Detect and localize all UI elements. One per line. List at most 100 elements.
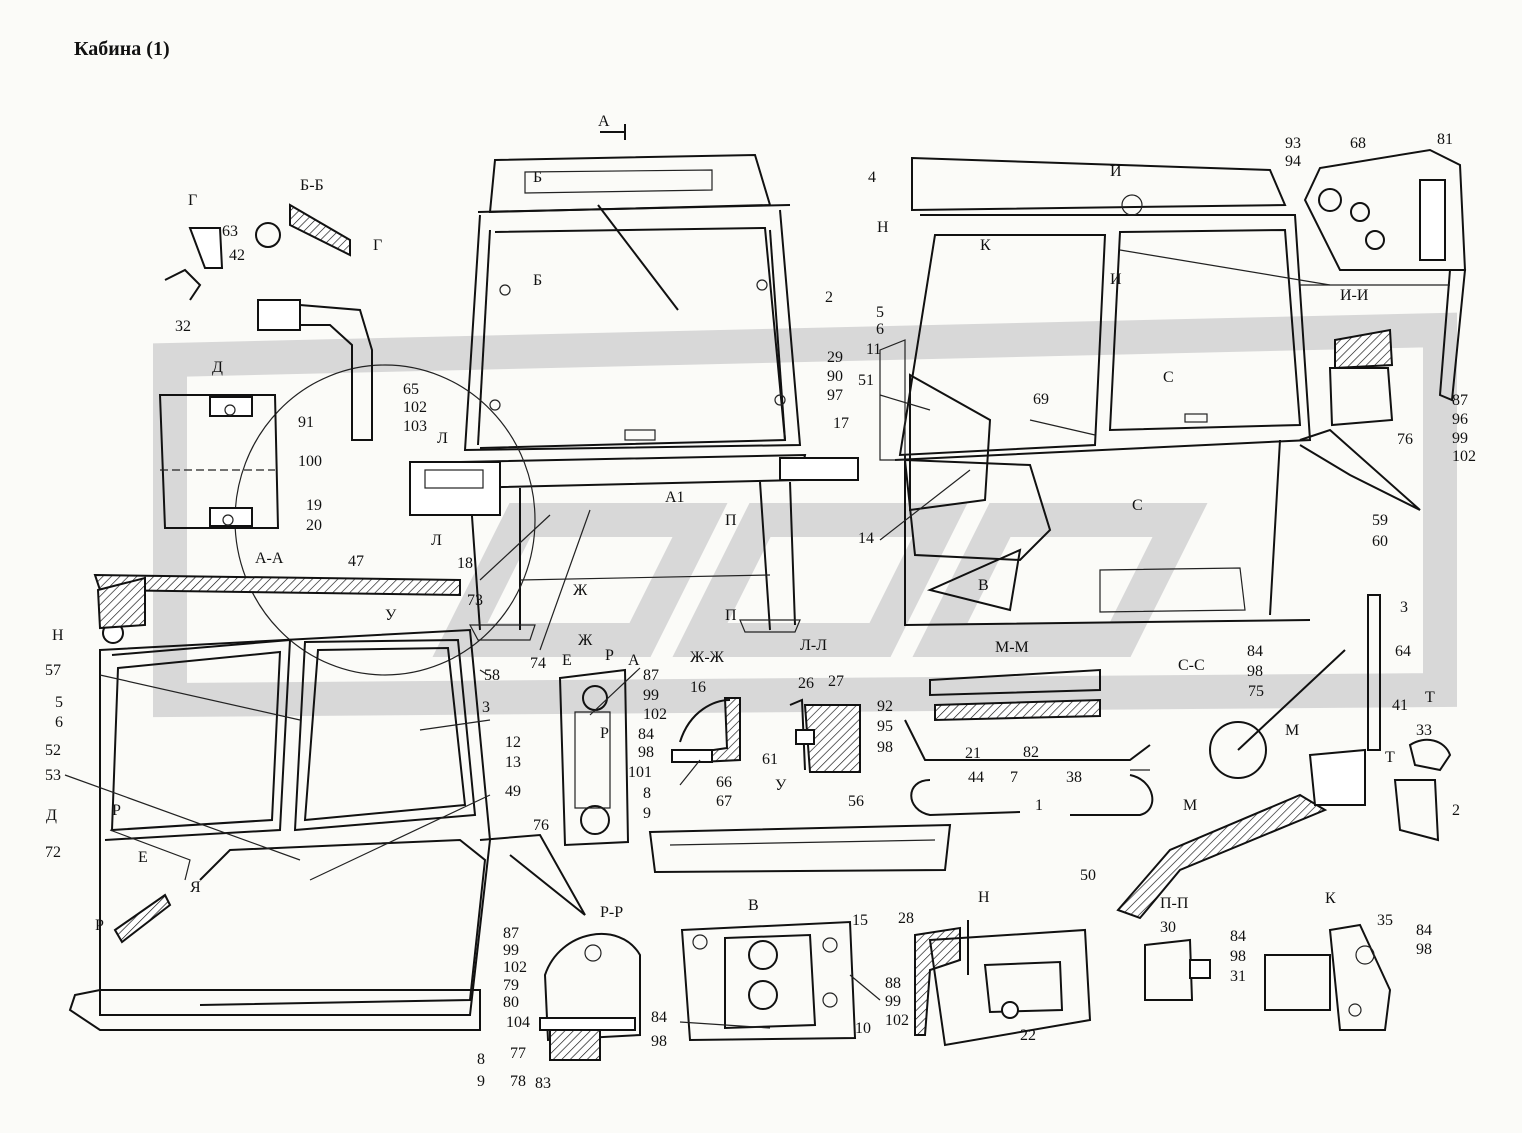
callout-14: 14 bbox=[858, 530, 874, 547]
svg-text:Б: Б bbox=[533, 169, 542, 186]
callout-26: 26 bbox=[798, 675, 814, 692]
callout-13: 13 bbox=[505, 754, 521, 771]
callout-2: 2 bbox=[1452, 802, 1460, 819]
callout-84b: 84 bbox=[1247, 643, 1263, 660]
svg-text:Р: Р bbox=[95, 917, 104, 934]
callout-76: 76 bbox=[533, 817, 549, 834]
callout-98e: 98 bbox=[1230, 948, 1246, 965]
callout-27: 27 bbox=[828, 673, 844, 690]
label-m-m: М-М bbox=[995, 639, 1029, 656]
label-v: В bbox=[748, 897, 759, 914]
callout-9b: 9 bbox=[477, 1073, 485, 1090]
callout-28: 28 bbox=[898, 910, 914, 927]
detail-v bbox=[680, 920, 857, 1042]
callout-78: 78 bbox=[510, 1073, 526, 1090]
label-n: Н bbox=[978, 889, 990, 906]
label-a-a: А-А bbox=[255, 550, 284, 567]
callout-98b: 98 bbox=[877, 739, 893, 756]
callout-98d: 98 bbox=[651, 1033, 667, 1050]
callout-19: 19 bbox=[306, 497, 322, 514]
callout-75: 75 bbox=[1248, 683, 1264, 700]
callout-100: 100 bbox=[298, 453, 322, 470]
callout-98c: 98 bbox=[1247, 663, 1263, 680]
callout-96: 96 bbox=[1452, 411, 1468, 428]
callout-88: 88 bbox=[885, 975, 901, 992]
callout-51: 51 bbox=[858, 372, 874, 389]
callout-84c: 84 bbox=[651, 1009, 667, 1026]
callout-6b: 6 bbox=[55, 714, 63, 731]
detail-u bbox=[648, 823, 952, 874]
svg-text:Б: Б bbox=[533, 272, 542, 289]
callout-3b: 3 bbox=[1400, 599, 1408, 616]
callout-42: 42 bbox=[229, 247, 245, 264]
callout-99d: 99 bbox=[885, 993, 901, 1010]
callout-5: 5 bbox=[876, 304, 884, 321]
svg-text:У: У bbox=[385, 607, 397, 624]
callout-103: 103 bbox=[403, 418, 427, 435]
callout-60: 60 bbox=[1372, 533, 1388, 550]
callout-84e: 84 bbox=[1416, 922, 1432, 939]
section-a-a bbox=[68, 573, 586, 1031]
callout-92: 92 bbox=[877, 698, 893, 715]
callout-57: 57 bbox=[45, 662, 61, 679]
callout-30: 30 bbox=[1160, 919, 1176, 936]
detail-r-r bbox=[539, 933, 641, 1061]
svg-text:Ж: Ж bbox=[578, 632, 593, 649]
callout-44: 44 bbox=[968, 769, 984, 786]
callout-29: 29 bbox=[827, 349, 843, 366]
leader-lines bbox=[64, 249, 1450, 1029]
callout-104: 104 bbox=[506, 1014, 530, 1031]
svg-text:М: М bbox=[1183, 797, 1197, 814]
label-i-i: И-И bbox=[1340, 287, 1369, 304]
svg-text:Е: Е bbox=[138, 849, 148, 866]
callout-61: 61 bbox=[762, 751, 778, 768]
detail-l-l bbox=[789, 698, 861, 773]
label-e: Е bbox=[562, 652, 572, 669]
detail-p-p bbox=[1144, 938, 1211, 1001]
page-title: Кабина (1) bbox=[74, 38, 170, 60]
callout-18: 18 bbox=[457, 555, 473, 572]
callout-90: 90 bbox=[827, 368, 843, 385]
label-u: У bbox=[775, 777, 787, 794]
svg-text:Л: Л bbox=[437, 430, 448, 447]
callout-68: 68 bbox=[1350, 135, 1366, 152]
label-g: Г bbox=[188, 192, 197, 209]
callout-22: 22 bbox=[1020, 1027, 1036, 1044]
label-l-l: Л-Л bbox=[800, 637, 827, 654]
callout-93: 93 bbox=[1285, 135, 1301, 152]
callout-81: 81 bbox=[1437, 131, 1453, 148]
callout-53: 53 bbox=[45, 767, 61, 784]
svg-text:Д: Д bbox=[46, 807, 57, 824]
svg-text:П: П bbox=[725, 607, 737, 624]
callout-17: 17 bbox=[833, 415, 849, 432]
callout-94: 94 bbox=[1285, 153, 1301, 170]
callout-77: 77 bbox=[510, 1045, 526, 1062]
callout-9: 9 bbox=[643, 805, 651, 822]
svg-text:Н: Н bbox=[52, 627, 64, 644]
callout-12: 12 bbox=[505, 734, 521, 751]
svg-text:С: С bbox=[1163, 369, 1174, 386]
callout-83: 83 bbox=[535, 1075, 551, 1092]
callout-102e: 102 bbox=[885, 1012, 909, 1029]
svg-text:И: И bbox=[1110, 163, 1122, 180]
callout-84d: 84 bbox=[1230, 928, 1246, 945]
svg-text:Ж: Ж bbox=[573, 582, 588, 599]
detail-zh-zh bbox=[671, 697, 741, 764]
callout-102c: 102 bbox=[1452, 448, 1476, 465]
label-t: Т bbox=[1425, 689, 1435, 706]
callout-33: 33 bbox=[1416, 722, 1432, 739]
callout-numbers: 1 2 2 3 3 4 5 5 6 6 7 8 8 9 9 10 11 12 1… bbox=[45, 131, 1476, 1092]
callout-82: 82 bbox=[1023, 744, 1039, 761]
cab-side-view bbox=[879, 156, 1421, 627]
svg-text:Р: Р bbox=[112, 802, 121, 819]
callout-8b: 8 bbox=[477, 1051, 485, 1068]
callout-72: 72 bbox=[45, 844, 61, 861]
callout-47: 47 bbox=[348, 553, 364, 570]
svg-text:Я: Я bbox=[190, 879, 201, 896]
callout-102d: 102 bbox=[503, 959, 527, 976]
label-k: К bbox=[1325, 890, 1336, 907]
callout-79: 79 bbox=[503, 977, 519, 994]
callout-101: 101 bbox=[628, 764, 652, 781]
callout-65: 65 bbox=[403, 381, 419, 398]
